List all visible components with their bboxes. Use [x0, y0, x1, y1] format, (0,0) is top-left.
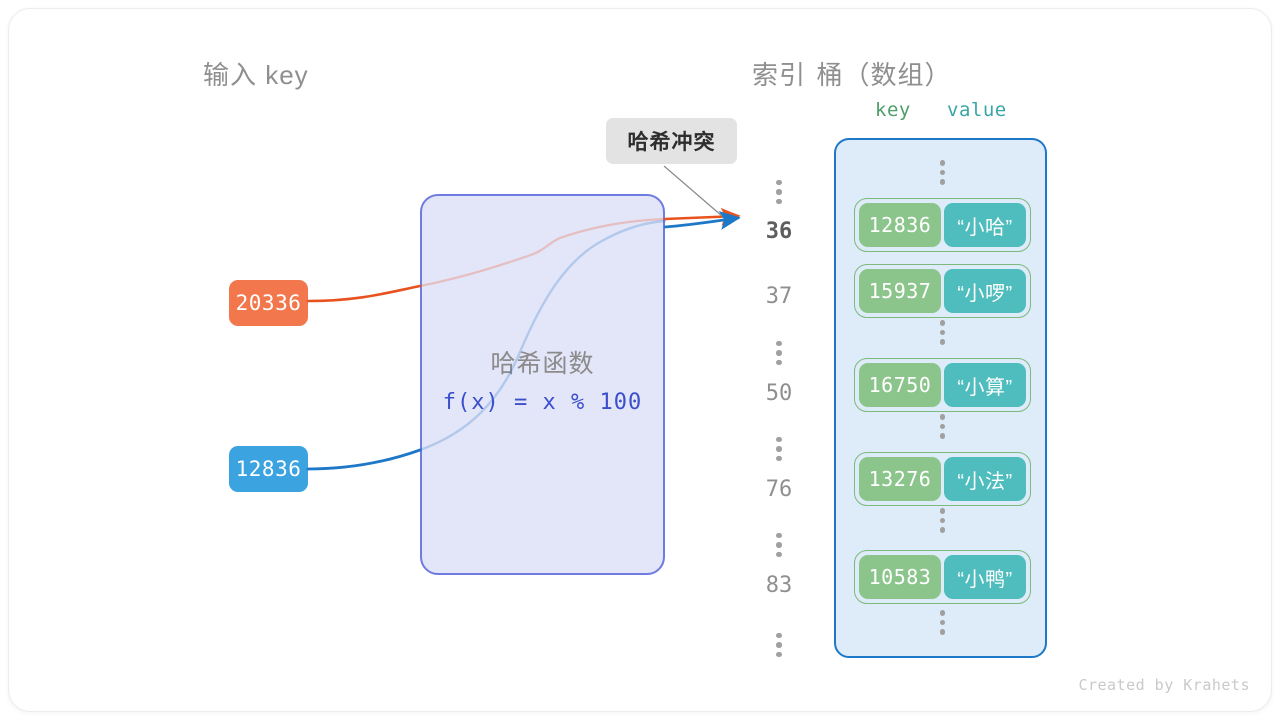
index-label: 37	[765, 284, 793, 309]
key-value-pair: 15937“小啰”	[854, 264, 1031, 318]
index-label: 36	[765, 219, 793, 244]
subheading-key: key	[875, 99, 911, 121]
key-value-pair: 12836“小哈”	[854, 198, 1031, 252]
entry-key: 16750	[859, 363, 941, 407]
vertical-ellipsis-icon	[939, 508, 946, 533]
index-number-36: 36	[745, 219, 813, 244]
bucket-array-container: 12836“小哈”15937“小啰”16750“小算”13276“小法”1058…	[834, 138, 1047, 658]
vertical-ellipsis-icon	[776, 179, 782, 204]
input-key-chip-20336: 20336	[229, 280, 308, 326]
index-ellipsis	[745, 625, 813, 657]
key-value-pair: 16750“小算”	[854, 358, 1031, 412]
column-heading-index: 索引	[752, 60, 807, 90]
index-number-37: 37	[745, 284, 813, 309]
index-label: 76	[765, 477, 793, 502]
hash-function-formula: f(x) = x % 100	[442, 390, 643, 415]
vertical-ellipsis-icon	[939, 160, 946, 185]
vertical-ellipsis-icon	[776, 632, 782, 657]
bucket-ellipsis	[836, 508, 1049, 533]
hash-function-box: 哈希函数 f(x) = x % 100	[420, 194, 665, 575]
column-heading-input: 输入 key	[203, 60, 309, 90]
bucket-entry: 15937“小啰”	[836, 264, 1049, 318]
vertical-ellipsis-icon	[776, 436, 782, 461]
entry-key: 10583	[859, 555, 941, 599]
index-number-76: 76	[745, 477, 813, 502]
index-ellipsis	[745, 333, 813, 365]
entry-key: 15937	[859, 269, 941, 313]
hash-collision-callout: 哈希冲突	[606, 118, 737, 164]
index-number-83: 83	[745, 573, 813, 598]
hash-function-title: 哈希函数	[490, 350, 595, 378]
bucket-entry: 13276“小法”	[836, 452, 1049, 506]
bucket-ellipsis	[836, 414, 1049, 439]
entry-key: 12836	[859, 203, 941, 247]
index-label: 50	[765, 381, 793, 406]
vertical-ellipsis-icon	[939, 414, 946, 439]
bucket-entry: 10583“小鸭”	[836, 550, 1049, 604]
index-column: 36 37 50 76 83	[745, 140, 813, 660]
bucket-entry: 16750“小算”	[836, 358, 1049, 412]
index-ellipsis	[745, 429, 813, 461]
column-heading-bucket: 桶（数组）	[816, 60, 952, 90]
vertical-ellipsis-icon	[776, 340, 782, 365]
entry-value: “小算”	[944, 363, 1026, 407]
index-ellipsis	[745, 172, 813, 204]
entry-value: “小啰”	[944, 269, 1026, 313]
bucket-entry: 12836“小哈”	[836, 198, 1049, 252]
index-number-50: 50	[745, 381, 813, 406]
entry-value: “小鸭”	[944, 555, 1026, 599]
footer-credit: Created by Krahets	[1078, 676, 1250, 694]
vertical-ellipsis-icon	[939, 610, 946, 635]
index-label: 83	[765, 573, 793, 598]
entry-value: “小哈”	[944, 203, 1026, 247]
index-ellipsis	[745, 525, 813, 557]
vertical-ellipsis-icon	[939, 320, 946, 345]
input-key-chip-12836: 12836	[229, 446, 308, 492]
entry-key: 13276	[859, 457, 941, 501]
bucket-ellipsis	[836, 160, 1049, 185]
bucket-ellipsis	[836, 610, 1049, 635]
key-value-pair: 10583“小鸭”	[854, 550, 1031, 604]
entry-value: “小法”	[944, 457, 1026, 501]
subheading-value: value	[947, 99, 1007, 121]
vertical-ellipsis-icon	[776, 532, 782, 557]
key-value-pair: 13276“小法”	[854, 452, 1031, 506]
bucket-ellipsis	[836, 320, 1049, 345]
